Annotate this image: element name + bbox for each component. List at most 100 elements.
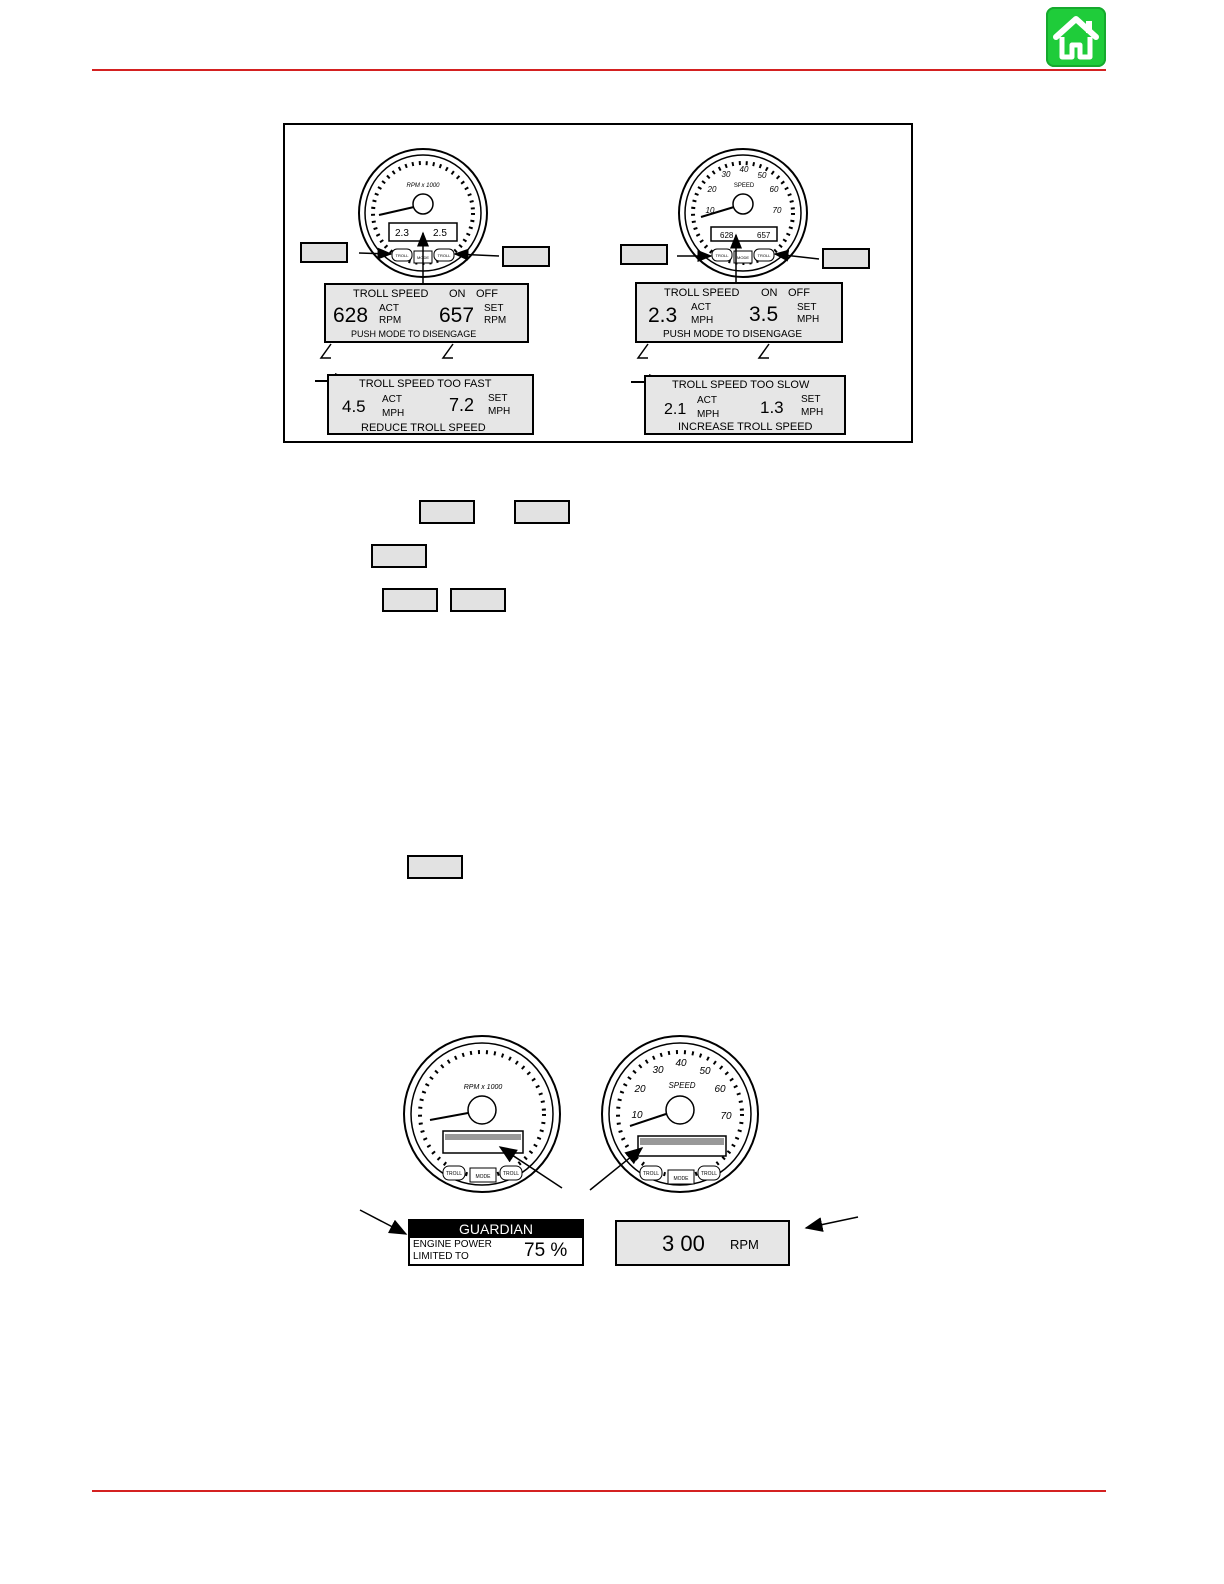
lcd-act-unit: MPH bbox=[382, 408, 405, 419]
lcd-act-label: ACT bbox=[379, 303, 399, 314]
lcd-footer: PUSH MODE TO DISENGAGE bbox=[663, 329, 803, 340]
lcd-set-unit: MPH bbox=[488, 406, 511, 417]
lcd-act-value: 2.1 bbox=[664, 401, 687, 418]
speedo-btn-mode: MODE bbox=[737, 255, 749, 260]
lcd-act-unit: MPH bbox=[691, 315, 714, 326]
troll-too-slow-display: TROLL SPEED TOO SLOW 2.1 ACT MPH 1.3 SET… bbox=[644, 375, 846, 435]
speedo-tick-10: 10 bbox=[631, 1110, 643, 1121]
callout-box bbox=[502, 246, 550, 267]
troll-speed-mph-display: TROLL SPEED ON OFF 2.3 ACT MPH 3.5 SET M… bbox=[635, 282, 843, 343]
tach-btn-troll-minus: TROLL bbox=[396, 253, 410, 258]
tach-dial-label: RPM x 1000 bbox=[464, 1084, 503, 1091]
lcd-set-label: SET bbox=[484, 303, 504, 314]
lcd-title: TROLL SPEED bbox=[353, 288, 429, 300]
tachometer-gauge: RPM x 1000 TROLL MODE TROLL bbox=[403, 1035, 561, 1193]
speedo-tick-60: 60 bbox=[714, 1084, 726, 1095]
tach-display-left: 2.3 bbox=[395, 228, 409, 239]
rpm-display: 3 00 RPM bbox=[615, 1220, 790, 1266]
speedo-tick-20: 20 bbox=[633, 1084, 646, 1095]
lcd-footer: REDUCE TROLL SPEED bbox=[361, 422, 486, 434]
speedo-btn-troll-plus: TROLL bbox=[758, 253, 772, 258]
lcd-act-label: ACT bbox=[691, 302, 711, 313]
lcd-set-unit: MPH bbox=[801, 407, 824, 418]
tach-btn-troll-plus: TROLL bbox=[503, 1171, 519, 1177]
speedo-tick-20: 20 bbox=[707, 185, 717, 194]
speedo-btn-mode: MODE bbox=[674, 1176, 690, 1182]
home-icon bbox=[1053, 16, 1099, 60]
lcd-off: OFF bbox=[788, 287, 810, 299]
troll-control-figure bbox=[283, 123, 913, 443]
inline-callout-box bbox=[382, 588, 438, 612]
inline-callout-box bbox=[419, 500, 475, 524]
inline-callout-box bbox=[514, 500, 570, 524]
speedometer-gauge: SPEED 10 20 30 40 50 60 70 TROLL MODE TR… bbox=[601, 1035, 759, 1193]
lcd-set-value: 7.2 bbox=[449, 395, 475, 415]
lcd-set-unit: RPM bbox=[484, 315, 507, 326]
lcd-footer: INCREASE TROLL SPEED bbox=[678, 421, 813, 433]
speedo-tick-40: 40 bbox=[675, 1058, 687, 1069]
lcd-act-value: 4.5 bbox=[342, 397, 366, 416]
speedo-tick-40: 40 bbox=[740, 165, 749, 174]
figure1-gauges: RPM x 1000 2.3 2.5 TROLL MODE TROLL SPEE… bbox=[315, 148, 820, 390]
home-button[interactable] bbox=[1046, 7, 1106, 67]
guardian-display: GUARDIAN ENGINE POWER LIMITED TO 75 % bbox=[408, 1219, 584, 1266]
lcd-set-label: SET bbox=[488, 393, 508, 404]
speedo-btn-troll-plus: TROLL bbox=[701, 1171, 717, 1177]
lcd-set-value: 3.5 bbox=[749, 303, 779, 326]
figure2-gauges: RPM x 1000 TROLL MODE TROLL SPEED 10 20 … bbox=[359, 1035, 859, 1235]
lcd-set-value: 657 bbox=[439, 304, 475, 327]
callout-box bbox=[620, 244, 668, 265]
footer-rule bbox=[92, 1490, 1106, 1492]
lcd-on: ON bbox=[761, 287, 778, 299]
rpm-unit: RPM bbox=[730, 1237, 759, 1252]
lcd-act-label: ACT bbox=[382, 394, 402, 405]
tachometer-gauge: RPM x 1000 2.3 2.5 TROLL MODE TROLL bbox=[358, 148, 488, 283]
speedo-tick-70: 70 bbox=[773, 206, 782, 215]
tach-dial-label: RPM x 1000 bbox=[406, 183, 440, 189]
speedo-btn-troll-minus: TROLL bbox=[643, 1171, 659, 1177]
guardian-value: 75 % bbox=[524, 1240, 568, 1261]
speedo-btn-troll-minus: TROLL bbox=[716, 253, 730, 258]
inline-callout-box bbox=[450, 588, 506, 612]
inline-callout-box bbox=[371, 544, 427, 568]
lcd-act-unit: RPM bbox=[379, 315, 402, 326]
lcd-footer: PUSH MODE TO DISENGAGE bbox=[351, 329, 477, 339]
header-rule bbox=[92, 69, 1106, 71]
guardian-line2: LIMITED TO bbox=[413, 1251, 469, 1262]
tach-display-right: 2.5 bbox=[433, 228, 447, 239]
speedo-display-left: 628 bbox=[720, 231, 734, 240]
lcd-set-unit: MPH bbox=[797, 314, 820, 325]
lcd-set-label: SET bbox=[801, 394, 821, 405]
speedo-tick-60: 60 bbox=[770, 185, 779, 194]
guardian-line1: ENGINE POWER bbox=[413, 1239, 492, 1250]
lcd-set-label: SET bbox=[797, 302, 817, 313]
speedo-tick-10: 10 bbox=[706, 206, 715, 215]
speedo-display-right: 657 bbox=[757, 231, 771, 240]
lcd-act-label: ACT bbox=[697, 395, 717, 406]
lcd-on: ON bbox=[449, 288, 466, 300]
speedo-tick-30: 30 bbox=[722, 170, 731, 179]
lcd-off: OFF bbox=[476, 288, 498, 300]
lcd-set-value: 1.3 bbox=[760, 398, 784, 417]
lcd-title: TROLL SPEED TOO SLOW bbox=[672, 379, 810, 391]
tach-btn-troll-plus: TROLL bbox=[438, 253, 452, 258]
lcd-title: TROLL SPEED TOO FAST bbox=[359, 378, 492, 390]
rpm-value: 3 00 bbox=[662, 1231, 705, 1256]
tach-btn-troll-minus: TROLL bbox=[446, 1171, 462, 1177]
lcd-act-value: 628 bbox=[333, 304, 369, 327]
callout-box bbox=[822, 248, 870, 269]
speedo-tick-50: 50 bbox=[699, 1066, 711, 1077]
speedo-tick-30: 30 bbox=[652, 1065, 664, 1076]
lcd-act-unit: MPH bbox=[697, 409, 720, 420]
troll-speed-rpm-display: TROLL SPEED ON OFF 628 ACT RPM 657 SET R… bbox=[324, 283, 529, 343]
callout-box bbox=[300, 242, 348, 263]
tach-btn-mode: MODE bbox=[476, 1174, 492, 1180]
troll-too-fast-display: TROLL SPEED TOO FAST 4.5 ACT MPH 7.2 SET… bbox=[327, 374, 534, 435]
inline-callout-box bbox=[407, 855, 463, 879]
speedo-dial-label: SPEED bbox=[668, 1081, 695, 1090]
speedometer-gauge: SPEED 10 20 30 40 50 60 70 628 657 TROLL… bbox=[678, 148, 808, 283]
speedo-tick-50: 50 bbox=[758, 171, 767, 180]
speedo-tick-70: 70 bbox=[720, 1111, 732, 1122]
speedo-dial-label: SPEED bbox=[734, 183, 755, 189]
lcd-act-value: 2.3 bbox=[648, 304, 678, 327]
